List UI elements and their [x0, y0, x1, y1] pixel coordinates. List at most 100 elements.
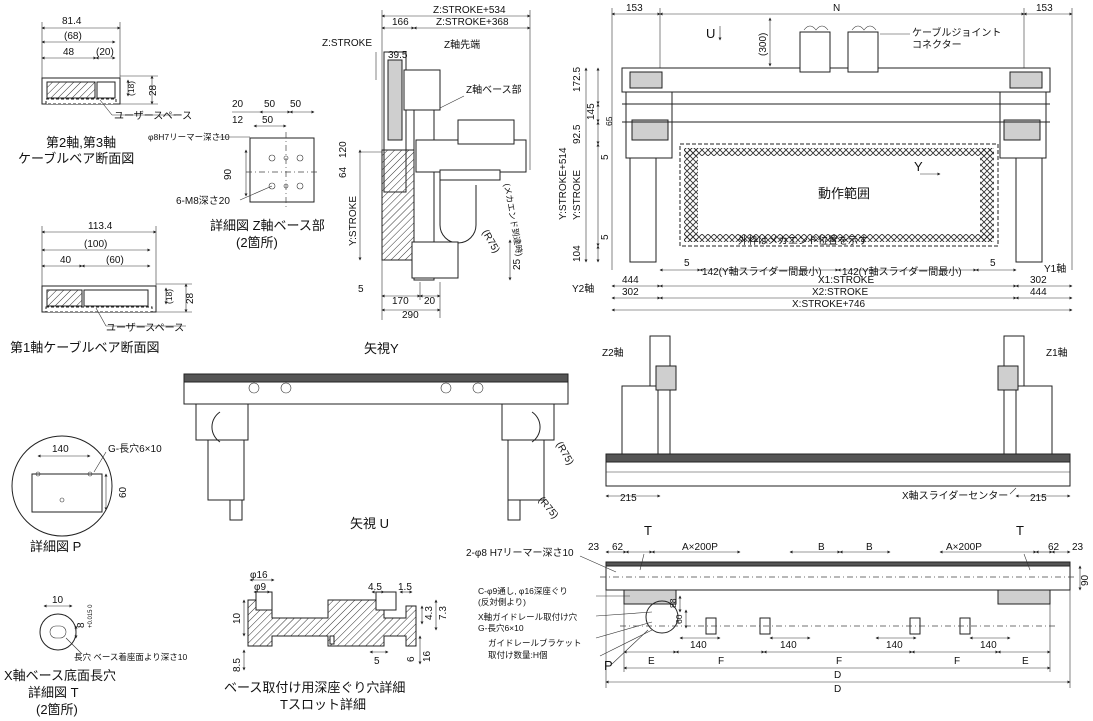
slot-note-t: 長穴 ベース着座面より深さ10 — [74, 652, 187, 662]
dim-90-z: 90 — [223, 168, 234, 180]
dim-10-tslot: 10 — [232, 612, 243, 624]
y1-axis-label: Y1軸 — [1044, 262, 1066, 275]
dim-302-b: 302 — [622, 287, 639, 298]
z-stroke: Z:STROKE — [322, 38, 372, 49]
bracket-note-1: ガイドレールブラケット — [488, 638, 582, 648]
z-tip-label: Z軸先端 — [444, 38, 480, 51]
caption-duct-23-line2: ケーブルベア断面図 — [18, 151, 134, 166]
dim-10-t: 10 — [52, 595, 64, 606]
dim-92-5: 92.5 — [572, 124, 583, 144]
view-y: 矢視Y (R75) (R75) — [183, 341, 575, 521]
dim-290: 290 — [402, 310, 419, 321]
caption-detail-t-2: 詳細図 T — [28, 685, 79, 700]
dim-62-b: 62 — [1048, 542, 1060, 553]
y-stroke-side: Y:STROKE — [348, 196, 359, 246]
caption-tslot-1: ベース取付け用深座ぐり穴詳細 — [224, 680, 405, 695]
dim-40: 40 — [60, 255, 72, 266]
y2-axis-label: Y2軸 — [572, 282, 594, 295]
reamer-note-base: 2-φ8 H7リーマー深さ10 — [466, 547, 574, 559]
a200p-a: A×200P — [682, 542, 718, 553]
z-stroke-368: Z:STROKE+368 — [436, 17, 509, 28]
dim-5-a: 5 — [600, 154, 611, 160]
dim-140-d: 140 — [980, 640, 997, 651]
slot-p: G-長穴6×10 — [108, 442, 162, 455]
z-base-detail: 20 50 50 12 50 90 φ8H7リーマー深さ10 6-M8深さ20 … — [148, 99, 325, 250]
view-u-title: 矢視 U — [350, 516, 389, 531]
dim-23-a: 23 — [588, 542, 600, 553]
slider-min-b: 142(Y軸スライダー間最小) — [842, 265, 962, 278]
dim-113-4: 113.4 — [88, 221, 113, 232]
t-mark-right: T — [1016, 523, 1024, 538]
dim-48: 48 — [63, 47, 75, 58]
dim-104: 104 — [572, 245, 583, 262]
dim-16-tslot: 16 — [422, 650, 433, 662]
dim-18: (18) — [126, 81, 136, 96]
dim-120: 120 — [338, 141, 349, 158]
caption-duct-1: 第1軸ケーブルベア断面図 — [10, 340, 159, 355]
p-mark: P — [604, 658, 613, 673]
user-space-label: ユーザースペース — [114, 110, 192, 122]
dim-6-tslot: 6 — [406, 656, 417, 662]
f-2: F — [836, 656, 842, 667]
dim-215-a: 215 — [620, 493, 637, 504]
user-space-label-b: ユーザースペース — [106, 322, 184, 334]
bracket-note-2: 取付け数量:H個 — [488, 650, 548, 660]
dim-140-p: 140 — [52, 444, 69, 455]
z2-axis-label: Z2軸 — [602, 346, 624, 359]
caption-duct-23-line1: 第2軸,第3軸 — [46, 135, 116, 150]
dim-100: (100) — [84, 239, 107, 250]
dim-140-c: 140 — [886, 640, 903, 651]
dim-8-t: 8 — [76, 622, 87, 628]
e-1: E — [648, 656, 655, 667]
dim-444-b: 444 — [1030, 287, 1047, 298]
caption-tslot-2: Tスロット詳細 — [280, 697, 366, 712]
dim-4-5: 4.5 — [368, 582, 382, 593]
dim-81-4: 81.4 — [62, 16, 82, 27]
dim-n: N — [833, 3, 840, 14]
caption-detail-p: 詳細図 P — [30, 539, 81, 554]
cable-duct-section-23: 81.4 (68) 48 (20) (18) 28 ユーザースペース 第2軸,第… — [18, 16, 192, 166]
x1-stroke: X1:STROKE — [818, 275, 874, 286]
f-1: F — [718, 656, 724, 667]
d-inner: D — [834, 670, 841, 681]
guide-hole-note: X軸ガイドレール取付け穴 — [478, 612, 578, 622]
dim-20-z: 20 — [232, 99, 244, 110]
dim-28: 28 — [148, 84, 159, 96]
cable-joint-label-1: ケーブルジョイント — [912, 26, 1001, 39]
t-mark-left: T — [644, 523, 652, 538]
front-view: Z2軸 Z1軸 215 X軸スライダーセンター 215 — [602, 335, 1071, 504]
dim-65: 65 — [604, 116, 614, 126]
slot-note-base: G-長穴6×10 — [478, 623, 524, 633]
dim-8-5: 8.5 — [232, 658, 243, 672]
dim-5-b: 5 — [600, 234, 611, 240]
dim-4-3: 4.3 — [424, 606, 435, 620]
dim-60-p: 60 — [118, 486, 129, 498]
y-stroke-514: Y:STROKE+514 — [558, 147, 569, 220]
side-view: Z:STROKE+534 Z:STROKE+368 166 Z:STROKE Z… — [322, 5, 531, 321]
dim-20-side: 20 — [424, 296, 436, 307]
dim-5-side: 5 — [358, 284, 364, 295]
base-view: 2-φ8 H7リーマー深さ10 23 62 T A×200P B B A×200… — [466, 523, 1091, 695]
caption-z-base: 詳細図 Z軸ベース部 — [210, 218, 325, 233]
dim-62-a: 62 — [612, 542, 624, 553]
dim-64: 64 — [338, 166, 349, 178]
dim-39-5: 39.5 — [388, 50, 408, 61]
top-view: 153 N 153 U (300) ケーブルジョイント コネクター 172.5 … — [558, 3, 1073, 312]
dim-50-z-c: 50 — [262, 115, 274, 126]
u-arrow-label: U — [706, 26, 715, 41]
outer-frame-note: 外枠はメカエンド位置を示す — [738, 234, 868, 247]
dim-60: (60) — [106, 255, 124, 266]
dim-166: 166 — [392, 17, 409, 28]
r75-view-y-a: (R75) — [553, 440, 575, 467]
dim-50-z-a: 50 — [264, 99, 276, 110]
dim-60-base: 60 — [674, 614, 684, 624]
r75-side: (R75) — [479, 228, 501, 255]
dim-88: 88 — [668, 598, 678, 608]
dim-215-b: 215 — [1030, 493, 1047, 504]
view-y-title: 矢視Y — [364, 341, 399, 356]
x2-stroke: X2:STROKE — [812, 287, 868, 298]
d-outer: D — [834, 684, 841, 695]
counterbore-1: C-φ9通し, φ16深座ぐり — [478, 586, 568, 596]
dim-302-a: 302 — [1030, 275, 1047, 286]
z1-axis-label: Z1軸 — [1046, 346, 1068, 359]
